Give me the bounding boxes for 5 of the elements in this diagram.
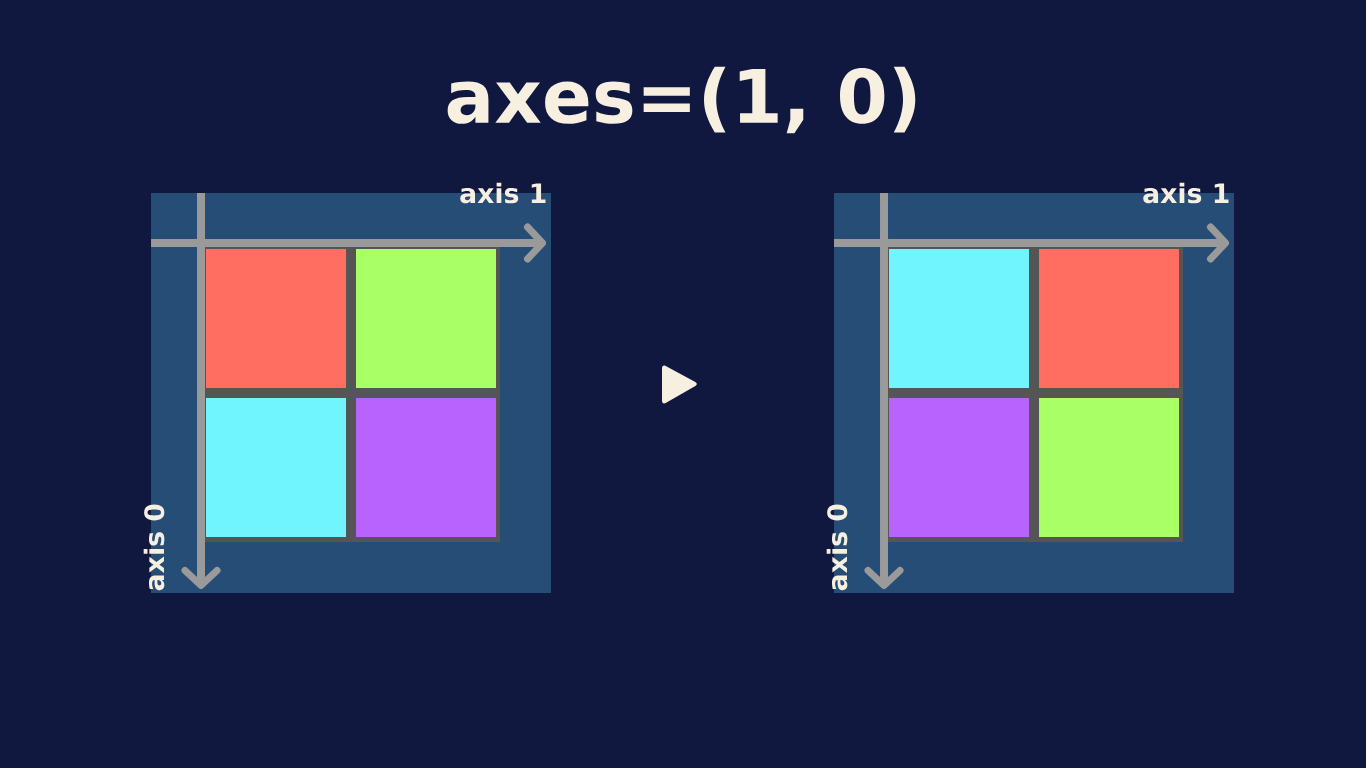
axis-label: axis 1 xyxy=(1143,182,1229,204)
title: axes=(1, 0) xyxy=(447,66,916,134)
axis-label: axis 0 xyxy=(826,504,848,591)
axis-label: axis 1 xyxy=(460,182,546,204)
axis-label: axis 0 xyxy=(143,504,165,591)
